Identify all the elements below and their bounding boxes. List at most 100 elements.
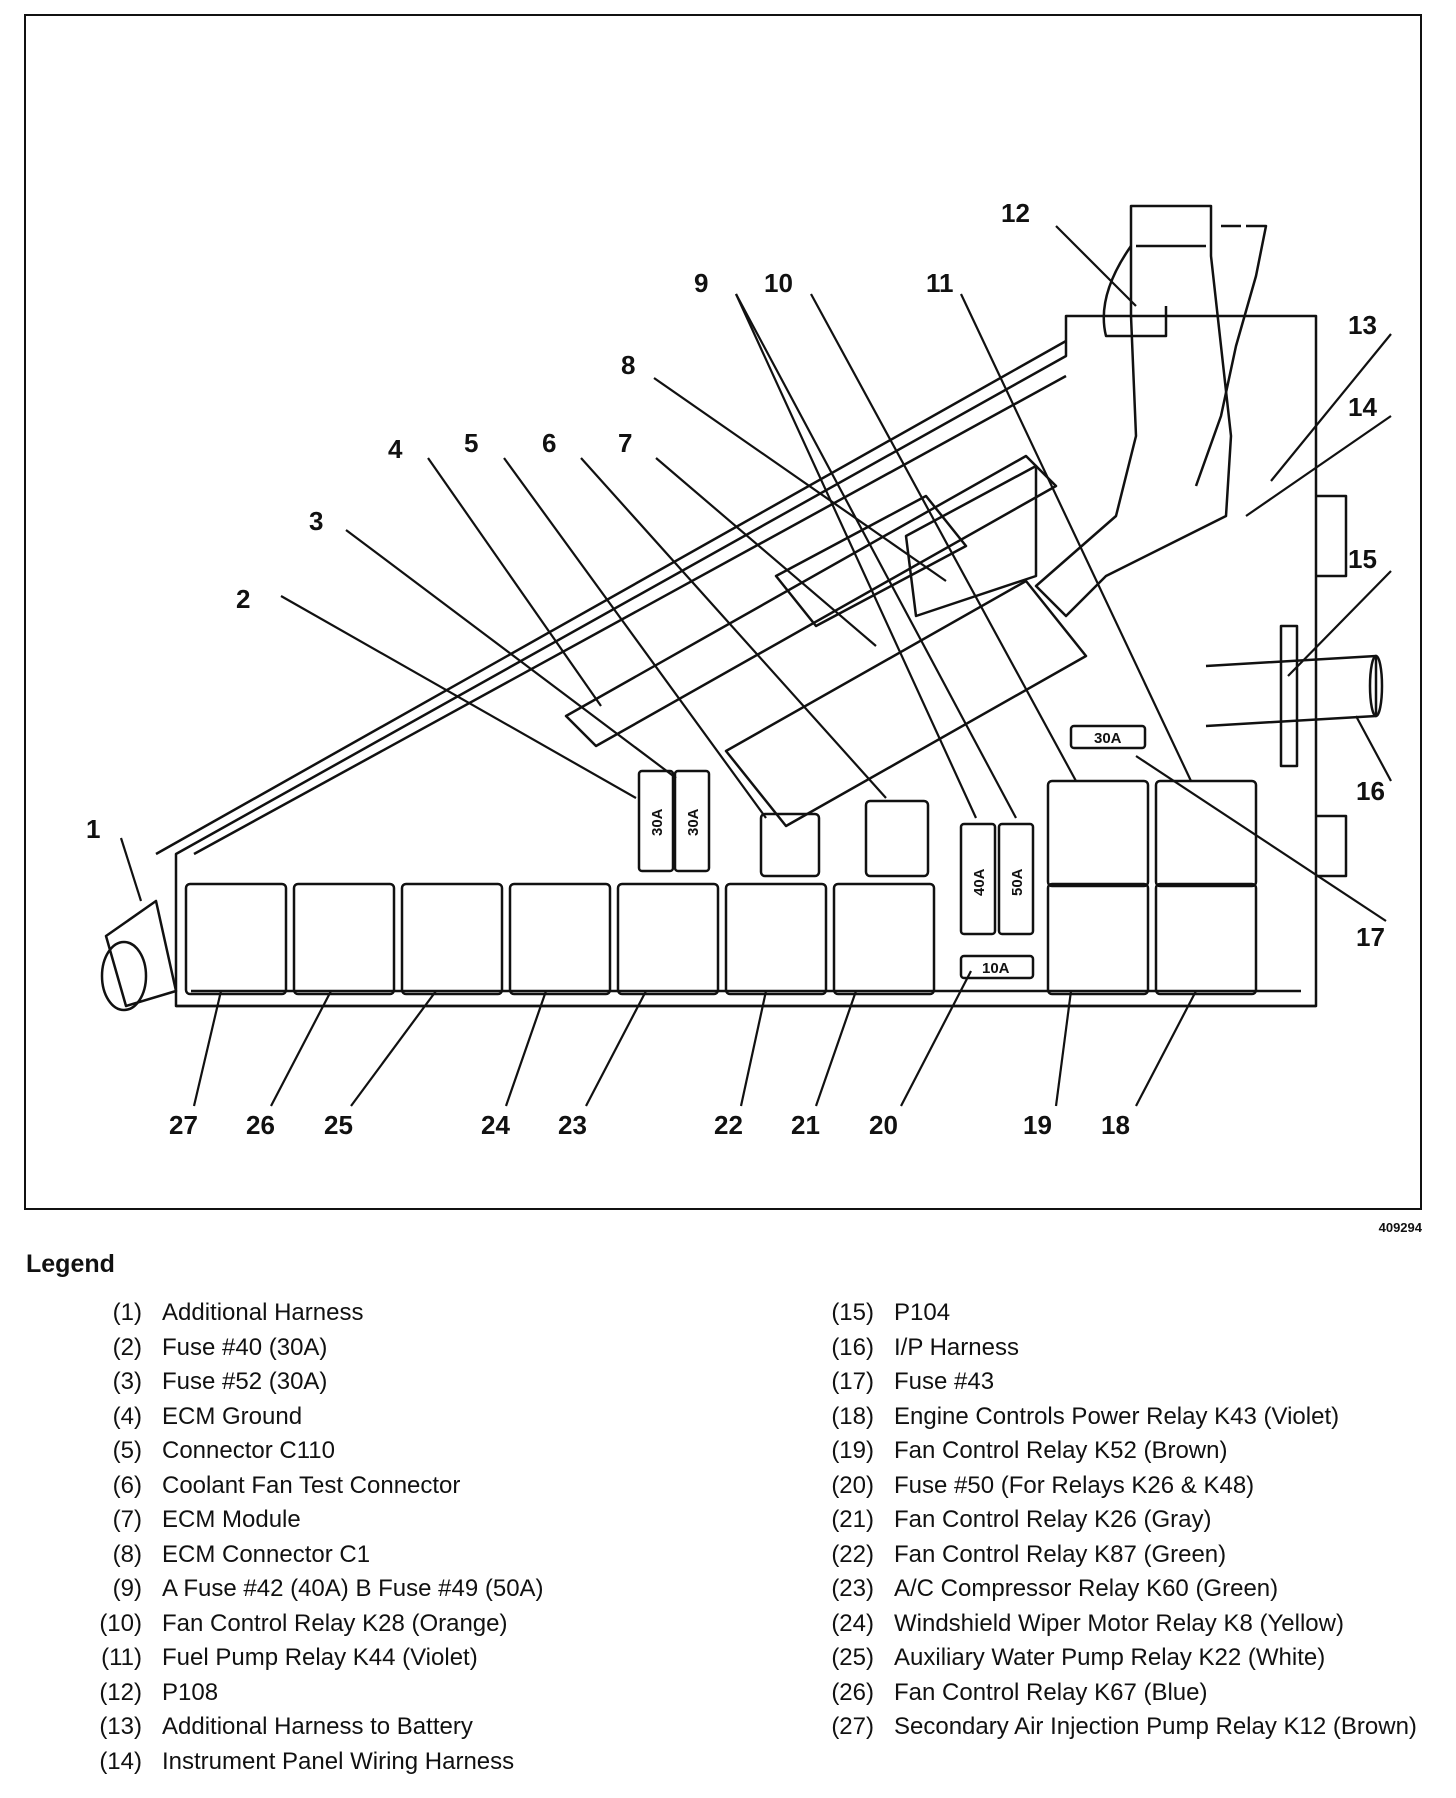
legend-item: (5)Connector C110 — [70, 1434, 770, 1469]
legend-text: Additional Harness — [162, 1299, 364, 1326]
fuse-43 — [1069, 724, 1147, 750]
relay-k12 — [184, 882, 288, 996]
legend-text: Fuse #40 (30A) — [162, 1333, 328, 1361]
housing-lid-inner — [193, 374, 1067, 856]
callout-7: 7 — [618, 428, 632, 458]
housing-lid-edge — [155, 339, 1067, 856]
callout-21: 21 — [791, 1110, 820, 1140]
callout-25: 25 — [324, 1110, 353, 1140]
legend-item: (11)Fuel Pump Relay K44 (Violet) — [70, 1641, 770, 1676]
relay-k28 — [1046, 779, 1150, 888]
legend-text: ECM Ground — [162, 1402, 303, 1430]
callout-19: 19 — [1023, 1110, 1052, 1140]
legend-left-column: (1)Additional Harness (2)Fuse #40 (30A) … — [70, 1296, 770, 1779]
legend-text: Fuse #52 (30A) — [162, 1368, 328, 1395]
legend-item: (21)Fan Control Relay K26 (Gray) — [802, 1503, 1442, 1538]
fuse-relay-center-diagram: 30A 30A 40A 50A 10A 30A 1 2 3 — [86, 198, 1392, 1140]
fuse-42-rating: 40A — [971, 868, 988, 896]
legend-right-column: (15)P104 (16)I/P Harness (17)Fuse #43 (1… — [802, 1296, 1442, 1745]
legend-text: I/P Harness — [894, 1333, 1019, 1361]
fuse-49 — [997, 822, 1035, 936]
callout-22: 22 — [714, 1110, 743, 1140]
callout-17: 17 — [1356, 922, 1385, 952]
callout-24: 24 — [481, 1110, 510, 1140]
relay-k22 — [400, 882, 504, 996]
legend-item: (9)A Fuse #42 (40A) B Fuse #49 (50A) — [70, 1572, 770, 1607]
callout-16: 16 — [1356, 776, 1385, 806]
callout-10: 10 — [764, 268, 793, 298]
legend-item: (14)Instrument Panel Wiring Harness — [70, 1745, 770, 1780]
legend-num: (3) — [112, 1368, 142, 1395]
legend-item: (2) Fuse #40 (30A) — [70, 1331, 770, 1366]
callout-20: 20 — [869, 1110, 898, 1140]
legend-item: (6)Coolant Fan Test Connector — [70, 1469, 770, 1504]
legend-item: (16) I/P Harness — [802, 1331, 1442, 1366]
legend-num: (8) — [112, 1540, 142, 1568]
legend-text: Engine Controls Power Relay K43 (Violet) — [894, 1402, 1340, 1430]
callout-18: 18 — [1101, 1110, 1130, 1140]
relay-k26 — [832, 882, 936, 996]
legend-text: Fan Control Relay K28 (Orange) — [162, 1609, 508, 1637]
legend-text: Windshield Wiper Motor Relay K8 (Yellow) — [894, 1609, 1344, 1637]
legend-item: (18) Engine Controls Power Relay K43 (Vio… — [802, 1400, 1442, 1435]
fuse-52-rating: 30A — [685, 808, 702, 836]
legend-item: (10) Fan Control Relay K28 (Orange) — [70, 1607, 770, 1642]
legend-num: (17) — [831, 1368, 874, 1395]
callout-8: 8 — [621, 350, 635, 380]
diagram-frame: 30A 30A 40A 50A 10A 30A 1 2 3 — [24, 14, 1422, 1210]
legend-num: (10) — [99, 1609, 142, 1637]
legend-num: (16) — [831, 1333, 874, 1361]
legend-text: Instrument Panel Wiring Harness — [162, 1747, 515, 1775]
legend-num: (5) — [112, 1437, 142, 1464]
legend-num: (19) — [831, 1437, 874, 1464]
fuse-42 — [959, 822, 997, 936]
fuse-50 — [959, 954, 1035, 980]
legend-text: A/C Compressor Relay K60 (Green) — [894, 1575, 1279, 1602]
legend-text: Fan Control Relay K87 (Green) — [894, 1540, 1227, 1568]
callout-3: 3 — [309, 506, 323, 536]
legend-text: Fan Control Relay K26 (Gray) — [894, 1506, 1212, 1533]
legend-item: (19)Fan Control Relay K52 (Brown) — [802, 1434, 1442, 1469]
p104 — [1279, 624, 1299, 768]
callout-11: 11 — [926, 268, 954, 298]
legend-text: Auxiliary Water Pump Relay K22 (White) — [894, 1644, 1326, 1671]
additional-harness — [104, 899, 178, 1008]
callout-2: 2 — [236, 584, 250, 614]
legend-text: Fuse #43 — [894, 1368, 995, 1395]
fuse-40-rating: 30A — [649, 808, 666, 836]
legend-item: (22) Fan Control Relay K87 (Green) — [802, 1538, 1442, 1573]
callout-4: 4 — [388, 434, 403, 464]
callout-12: 12 — [1001, 198, 1030, 228]
legend-num: (20) — [831, 1471, 874, 1499]
legend-num: (12) — [99, 1678, 142, 1706]
relay-k43 — [1154, 882, 1258, 996]
legend-num: (26) — [831, 1678, 874, 1706]
callout-6: 6 — [542, 428, 556, 458]
fuse-52 — [673, 769, 711, 873]
legend-num: (11) — [101, 1644, 142, 1671]
callout-23: 23 — [558, 1110, 587, 1140]
fuse-49-rating: 50A — [1009, 868, 1026, 896]
legend-text: Fuse #50 (For Relays K26 & K48) — [894, 1471, 1255, 1499]
legend-num: (22) — [831, 1540, 874, 1568]
callout-14: 14 — [1348, 392, 1377, 422]
legend-num: (24) — [831, 1609, 874, 1637]
legend-num: (4) — [112, 1402, 142, 1430]
legend-num: (2) — [112, 1333, 142, 1361]
legend-item: (17) Fuse #43 — [802, 1365, 1442, 1400]
legend-text: Fan Control Relay K67 (Blue) — [894, 1678, 1208, 1706]
callout-27: 27 — [169, 1110, 198, 1140]
relay-k60 — [616, 882, 720, 996]
relay-k52 — [1046, 882, 1150, 996]
fuse-43-rating: 30A — [1094, 730, 1122, 747]
legend-num: (18) — [831, 1402, 874, 1430]
legend-item: (1)Additional Harness — [70, 1296, 770, 1331]
legend-item: (26) Fan Control Relay K67 (Blue) — [802, 1676, 1442, 1711]
relay-k67 — [292, 882, 396, 996]
legend-num: (7) — [112, 1506, 142, 1533]
callout-9: 9 — [694, 268, 708, 298]
ecm-connector — [774, 494, 968, 628]
legend-item: (20) Fuse #50 (For Relays K26 & K48) — [802, 1469, 1442, 1504]
legend-num: (23) — [831, 1575, 874, 1602]
legend-item: (23) A/C Compressor Relay K60 (Green) — [802, 1572, 1442, 1607]
